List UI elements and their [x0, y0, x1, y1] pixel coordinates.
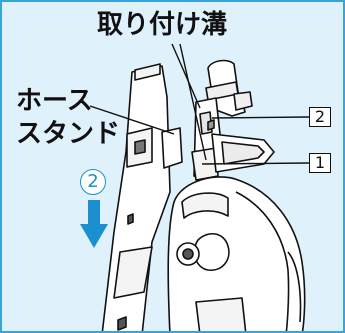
vacuum-body	[167, 176, 306, 331]
step-number-badge: 2	[80, 169, 106, 195]
hose-pipe	[205, 59, 253, 117]
callout-2: 2	[309, 107, 331, 127]
hose-stand-pole	[101, 63, 183, 331]
callout-1: 1	[309, 153, 331, 173]
down-arrow-icon	[80, 200, 108, 248]
leader-lines	[89, 43, 310, 165]
groove-label: 取り付け溝	[97, 10, 228, 40]
hose-stand-label-line1: ホース	[16, 86, 93, 116]
hose-stand-label-line2: スタンド	[16, 119, 121, 149]
